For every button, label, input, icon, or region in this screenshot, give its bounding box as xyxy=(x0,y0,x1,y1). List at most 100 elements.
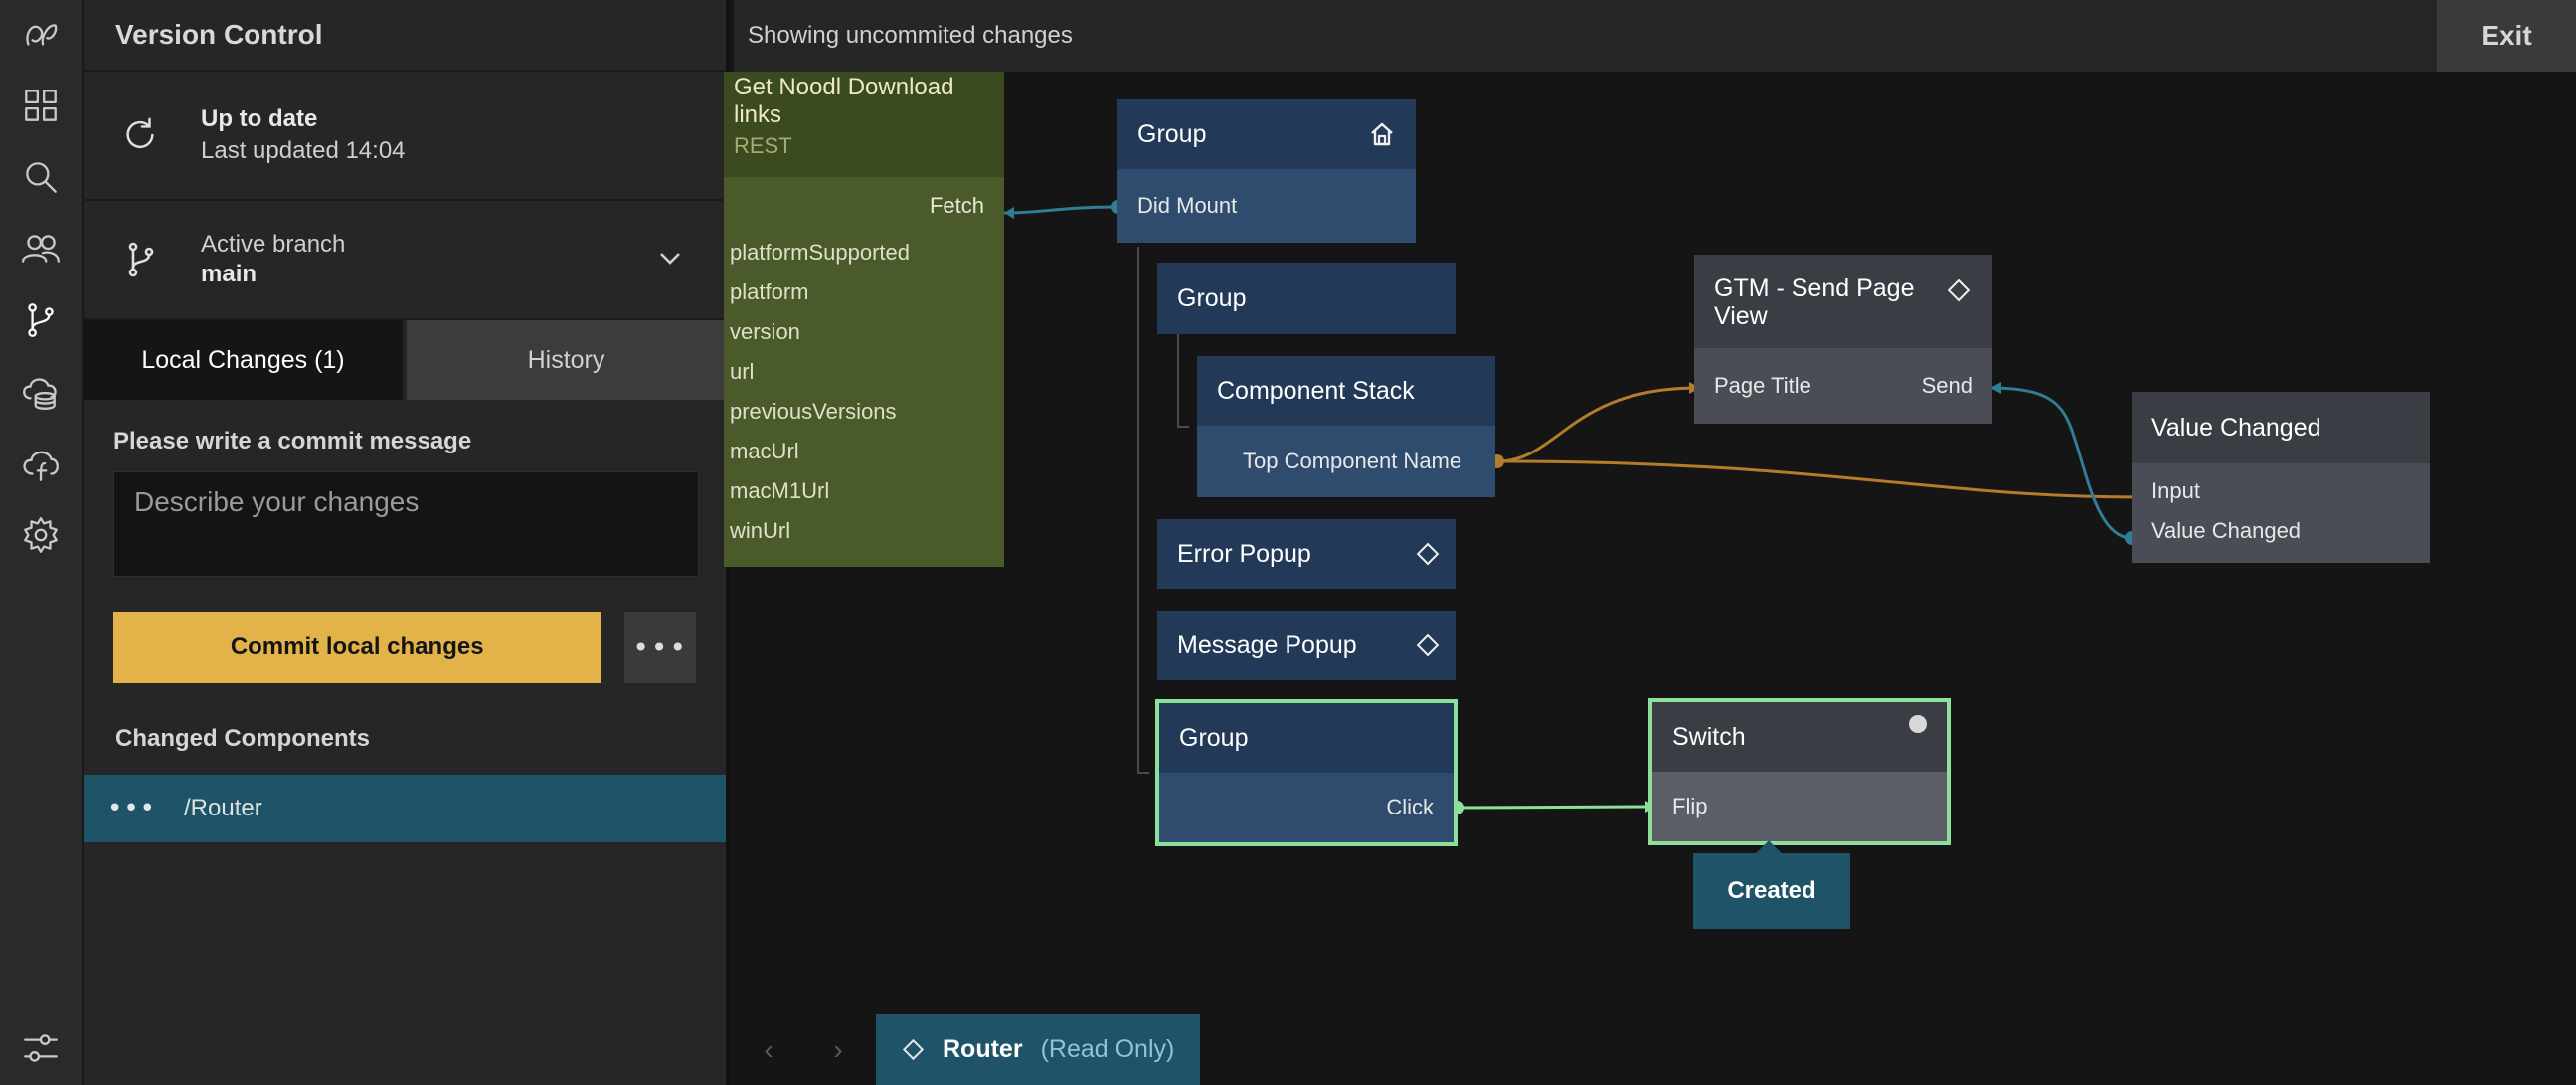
port-label[interactable]: Did Mount xyxy=(1137,193,1238,218)
wire-didmount-fetch xyxy=(1003,205,1118,215)
node-title: Value Changed xyxy=(2151,413,2321,442)
value-changed-node[interactable]: Value Changed Input Value Changed xyxy=(2132,392,2430,563)
search-icon[interactable] xyxy=(17,153,65,201)
refresh-icon[interactable] xyxy=(121,116,159,154)
panel-header: Version Control xyxy=(84,0,726,72)
settings-icon[interactable] xyxy=(17,511,65,559)
commit-local-changes-button[interactable]: Commit local changes xyxy=(113,612,601,683)
sync-status: Up to date xyxy=(201,105,318,132)
component-diamond-icon xyxy=(902,1038,925,1061)
rest-node-header: Get Noodl Download links REST xyxy=(724,72,1004,177)
changed-component-item[interactable]: ••• /Router xyxy=(84,775,726,842)
port-label[interactable]: Flip xyxy=(1672,794,1708,818)
node-title: Component Stack xyxy=(1217,376,1415,405)
changed-component-path: /Router xyxy=(184,795,262,821)
node-title: Message Popup xyxy=(1177,631,1357,659)
rest-port[interactable]: url xyxy=(730,359,755,384)
tab-history[interactable]: History xyxy=(407,320,726,400)
component-breadcrumb-bar: ‹ › Router (Read Only) xyxy=(734,1014,2576,1085)
router-name: Router xyxy=(943,1035,1023,1063)
cloud-database-icon[interactable] xyxy=(17,368,65,416)
rest-port[interactable]: macUrl xyxy=(730,439,799,463)
noodl-logo-icon[interactable] xyxy=(17,10,65,58)
port-label[interactable]: Input xyxy=(2151,478,2200,503)
rest-node-title: Get Noodl Download links xyxy=(734,74,954,128)
tree-line xyxy=(1137,772,1149,774)
commit-message-label: Please write a commit message xyxy=(113,428,472,454)
sync-status-row[interactable]: Up to date Last updated 14:04 xyxy=(84,72,726,201)
rest-port[interactable]: winUrl xyxy=(730,518,791,543)
uncommitted-changes-message: Showing uncommited changes xyxy=(748,22,1073,49)
tab-local-changes[interactable]: Local Changes (1) xyxy=(84,320,403,400)
port-label[interactable]: Value Changed xyxy=(2151,518,2302,543)
rest-port[interactable]: platform xyxy=(730,279,809,304)
canvas-topbar: Showing uncommited changes Exit xyxy=(734,0,2576,72)
panel-title: Version Control xyxy=(115,19,323,50)
rest-node-type: REST xyxy=(734,133,792,158)
group-click-node[interactable]: Group Click xyxy=(1155,699,1458,846)
panel-tabs: Local Changes (1) History xyxy=(84,320,726,400)
forward-arrow-button[interactable]: › xyxy=(833,1033,843,1065)
back-arrow-button[interactable]: ‹ xyxy=(764,1033,773,1065)
exit-button[interactable]: Exit xyxy=(2437,0,2576,72)
gtm-send-page-view-node[interactable]: GTM - Send Page View Page Title Send xyxy=(1694,255,1992,424)
rest-port-fetch[interactable]: Fetch xyxy=(929,193,984,218)
users-icon[interactable] xyxy=(17,225,65,272)
port-label[interactable]: Top Component Name xyxy=(1243,449,1462,473)
created-badge: Created xyxy=(1693,853,1850,929)
active-branch-selector[interactable]: Active branch main xyxy=(84,201,726,320)
component-stack-node[interactable]: Component Stack Top Component Name xyxy=(1197,356,1495,497)
state-dot-icon xyxy=(1909,715,1927,733)
group-root-node[interactable]: Group Did Mount xyxy=(1117,99,1416,243)
switch-node[interactable]: Switch Flip xyxy=(1648,698,1951,845)
rest-port[interactable]: version xyxy=(730,319,800,344)
tree-line xyxy=(1177,426,1189,428)
rest-port[interactable]: previousVersions xyxy=(730,399,897,424)
component-diamond-icon xyxy=(1416,542,1440,566)
node-canvas[interactable]: Showing uncommited changes Exit Get Nood… xyxy=(724,0,2576,1085)
node-title: Group xyxy=(1179,723,1249,752)
node-title: GTM - Send Page View xyxy=(1714,274,1915,330)
branch-icon xyxy=(128,242,154,277)
home-icon xyxy=(1371,122,1393,146)
node-title: Switch xyxy=(1672,722,1746,751)
rest-port[interactable]: platformSupported xyxy=(730,240,910,265)
rest-port[interactable]: macM1Url xyxy=(730,478,830,503)
port-label[interactable]: Click xyxy=(1386,795,1434,819)
sliders-icon[interactable] xyxy=(17,1024,65,1072)
error-popup-node[interactable]: Error Popup xyxy=(1157,519,1456,589)
branch-name: main xyxy=(201,261,258,287)
wire-topcomp-input xyxy=(1496,459,2145,499)
tree-line xyxy=(1137,247,1139,772)
tree-line xyxy=(1177,334,1179,426)
item-options-icon[interactable]: ••• xyxy=(107,794,157,823)
branch-icon[interactable] xyxy=(17,296,65,344)
wire-arrow-fetch xyxy=(1004,207,1014,219)
node-title: Group xyxy=(1177,283,1247,312)
cloud-function-icon[interactable] xyxy=(17,440,65,487)
chevron-down-icon[interactable] xyxy=(658,251,682,267)
wire-click-flip xyxy=(1457,805,1649,810)
router-component-tab[interactable]: Router (Read Only) xyxy=(876,1014,1200,1085)
component-diamond-icon xyxy=(1416,633,1440,657)
more-options-button[interactable]: ••• xyxy=(624,612,696,683)
message-popup-node[interactable]: Message Popup xyxy=(1157,611,1456,680)
sync-updated-time: Last updated 14:04 xyxy=(201,137,406,164)
group-child-node[interactable]: Group xyxy=(1157,263,1456,334)
port-label[interactable]: Page Title xyxy=(1714,373,1811,398)
component-diamond-icon xyxy=(1947,278,1971,302)
icon-rail xyxy=(0,0,84,1085)
components-grid-icon[interactable] xyxy=(17,82,65,129)
branch-label: Active branch xyxy=(201,231,346,258)
node-title: Error Popup xyxy=(1177,539,1311,568)
port-label[interactable]: Send xyxy=(1921,373,1973,398)
wire-valuechanged-send xyxy=(1989,386,2133,540)
commit-message-input[interactable] xyxy=(113,471,699,577)
commit-actions: Commit local changes ••• xyxy=(113,612,696,683)
rest-node[interactable]: Get Noodl Download links REST Fetch plat… xyxy=(724,72,1004,567)
commit-area: Please write a commit message Commit loc… xyxy=(84,400,726,683)
node-title: Group xyxy=(1137,119,1207,148)
wire-topcomp-pagetitle xyxy=(1496,386,1699,463)
read-only-label: (Read Only) xyxy=(1040,1035,1175,1063)
